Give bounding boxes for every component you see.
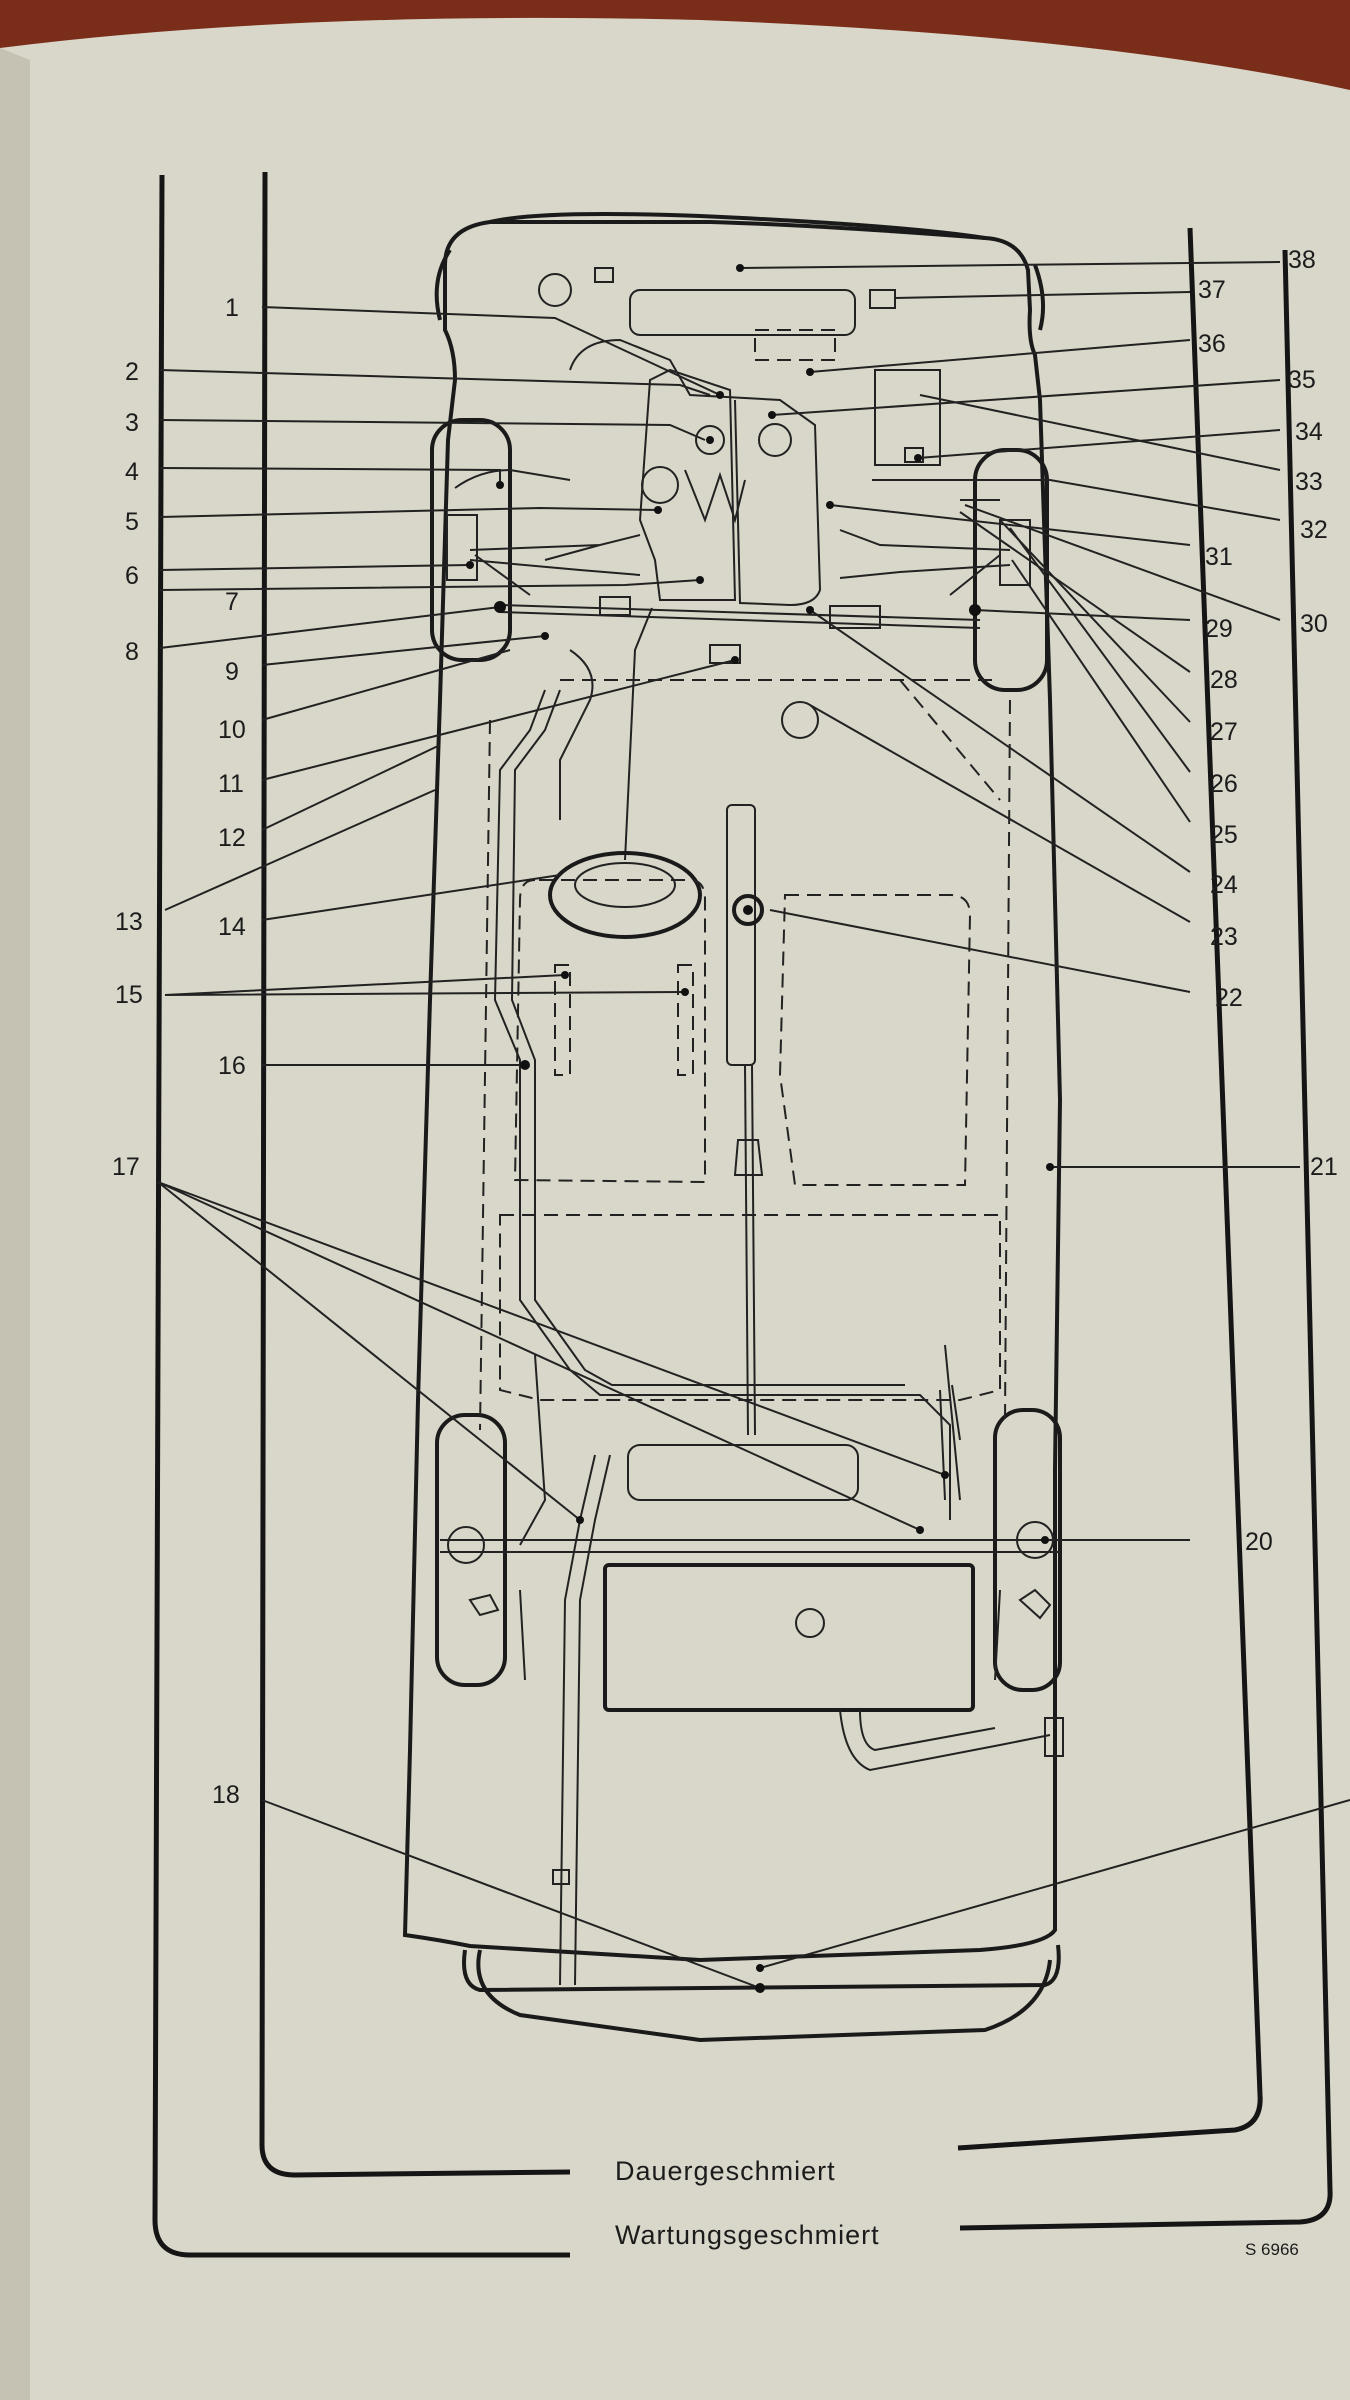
right-labels: 38 37 36 35 34 33 32 31 30 29 28 27 26 2… — [1198, 246, 1338, 1556]
label-4: 4 — [125, 458, 139, 486]
label-9: 9 — [225, 658, 239, 686]
label-20: 20 — [1245, 1528, 1273, 1556]
label-17: 17 — [112, 1153, 140, 1181]
leader-lines-left — [157, 306, 946, 1989]
lubrication-points — [466, 264, 1054, 1993]
propshaft — [709, 644, 819, 1436]
label-27: 27 — [1210, 718, 1238, 746]
frame-inner — [259, 171, 1263, 2178]
label-13: 13 — [115, 908, 143, 936]
label-21: 21 — [1310, 1153, 1338, 1181]
engine-bay — [538, 267, 941, 607]
rear-left-wheel — [435, 1413, 507, 1687]
left-labels: 1 2 3 4 5 6 7 8 9 10 11 12 13 14 15 16 1… — [112, 294, 246, 1809]
label-11: 11 — [218, 770, 244, 798]
label-33: 33 — [1295, 468, 1323, 496]
label-14: 14 — [218, 913, 246, 941]
brake-lines — [440, 649, 1060, 1986]
label-12: 12 — [218, 824, 246, 852]
label-26: 26 — [1210, 770, 1238, 798]
label-18: 18 — [212, 1781, 240, 1809]
label-29: 29 — [1205, 615, 1233, 643]
leader-lines-right — [739, 261, 1350, 1969]
label-28: 28 — [1210, 666, 1238, 694]
label-34: 34 — [1295, 418, 1323, 446]
rear-suspension — [468, 1344, 1052, 1681]
label-35: 35 — [1288, 366, 1316, 394]
label-23: 23 — [1210, 923, 1238, 951]
label-7: 7 — [225, 588, 239, 616]
label-2: 2 — [125, 358, 139, 386]
paper-sheet — [0, 17, 1350, 2400]
label-1: 1 — [225, 294, 239, 322]
label-22: 22 — [1215, 984, 1243, 1012]
steering — [499, 596, 981, 939]
label-25: 25 — [1210, 821, 1238, 849]
label-37: 37 — [1198, 276, 1226, 304]
figure-code: S 6966 — [1245, 2240, 1299, 2259]
label-10: 10 — [218, 716, 246, 744]
page-binding-shadow — [0, 48, 30, 2400]
label-24: 24 — [1210, 871, 1238, 899]
frame-outer — [152, 174, 1333, 2258]
seats — [479, 679, 1011, 1431]
label-8: 8 — [125, 638, 139, 666]
label-5: 5 — [125, 508, 139, 536]
label-32: 32 — [1300, 516, 1328, 544]
label-16: 16 — [218, 1052, 246, 1080]
label-36: 36 — [1198, 330, 1226, 358]
fuel-tank — [603, 1563, 1064, 1772]
label-31: 31 — [1205, 543, 1233, 571]
label-38: 38 — [1288, 246, 1316, 274]
caption-permanently-lubricated: Dauergeschmiert — [615, 2156, 836, 2186]
label-6: 6 — [125, 562, 139, 590]
car-body — [402, 212, 1063, 2043]
label-15: 15 — [115, 981, 143, 1009]
front-suspension — [454, 468, 1011, 596]
caption-service-lubricated: Wartungsgeschmiert — [615, 2220, 880, 2250]
label-3: 3 — [125, 409, 139, 437]
label-30: 30 — [1300, 610, 1328, 638]
